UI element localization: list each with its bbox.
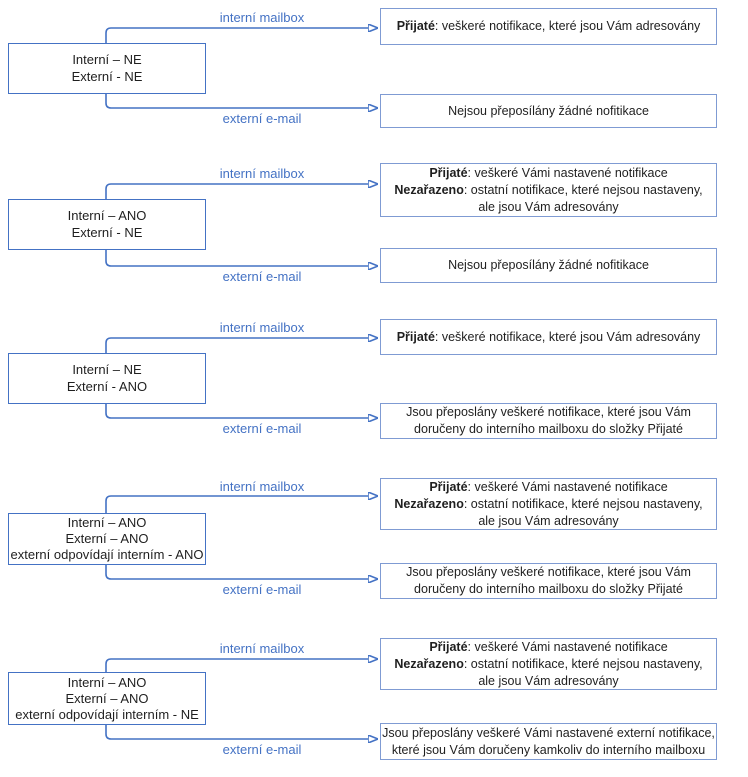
result-line: Nezařazeno: ostatní notifikace, které ne…	[394, 496, 703, 511]
source-box: Interní – ANO Externí – ANO externí odpo…	[8, 513, 206, 565]
source-line: externí odpovídají interním - NE	[15, 706, 199, 722]
external-email-result-box: Nejsou přeposílány žádné nofitikace	[380, 248, 717, 283]
source-line: Interní – ANO	[67, 208, 147, 223]
external-email-arrow	[105, 725, 368, 739]
source-line: Interní – NE	[72, 362, 142, 377]
internal-mailbox-arrow-label: interní mailbox	[219, 10, 305, 25]
result-line: ale jsou Vám adresovány	[478, 513, 619, 528]
internal-mailbox-arrow	[105, 659, 368, 672]
source-line: Externí - NE	[71, 224, 143, 240]
internal-mailbox-result-box: Přijaté: veškeré Vámi nastavené notifika…	[380, 163, 717, 217]
external-email-arrow	[105, 250, 368, 266]
source-line: Interní – ANO	[67, 674, 147, 690]
internal-mailbox-arrow-label: interní mailbox	[219, 320, 305, 335]
result-line: doručeny do interního mailboxu do složky…	[414, 422, 683, 436]
result-line: které jsou Vám doručeny kamkoliv do inte…	[391, 742, 706, 757]
external-email-arrow	[105, 404, 368, 418]
result-line: Nezařazeno: ostatní notifikace, které ne…	[394, 656, 703, 671]
source-line: Externí – ANO	[65, 531, 149, 546]
internal-mailbox-arrow	[105, 496, 368, 513]
internal-mailbox-arrow	[105, 28, 368, 43]
external-email-arrow-label: externí e-mail	[222, 269, 302, 284]
external-email-result-box: Jsou přeposlány veškeré notifikace, kter…	[380, 563, 717, 599]
internal-mailbox-result-box: Přijaté: veškeré notifikace, které jsou …	[380, 319, 717, 355]
result-line: Přijaté: veškeré Vámi nastavené notifika…	[429, 479, 668, 494]
external-email-arrow-label: externí e-mail	[222, 582, 302, 597]
external-email-arrow-label: externí e-mail	[222, 111, 302, 126]
source-line: Interní – ANO	[67, 515, 147, 530]
result-line: Jsou přeposlány veškeré Vámi nastavené e…	[382, 725, 715, 740]
result-line: Nejsou přeposílány žádné nofitikace	[448, 103, 649, 118]
internal-mailbox-arrow-label: interní mailbox	[219, 166, 305, 181]
result-line: ale jsou Vám adresovány	[478, 199, 619, 214]
external-email-result-box: Jsou přeposlány veškeré Vámi nastavené e…	[380, 723, 717, 760]
source-line: Externí - NE	[71, 68, 143, 84]
internal-mailbox-result-box: Přijaté: veškeré Vámi nastavené notifika…	[380, 478, 717, 530]
source-line: Externí – ANO	[65, 690, 149, 706]
source-box: Interní – NE Externí - ANO	[8, 353, 206, 404]
internal-mailbox-arrow	[105, 338, 368, 353]
external-email-arrow	[105, 94, 368, 108]
internal-mailbox-result-box: Přijaté: veškeré Vámi nastavené notifika…	[380, 638, 717, 690]
external-email-result-box: Jsou přeposlány veškeré notifikace, kter…	[380, 403, 717, 439]
result-line: Jsou přeposlány veškeré notifikace, kter…	[406, 565, 691, 579]
result-line: Nejsou přeposílány žádné nofitikace	[448, 258, 649, 272]
source-box: Interní – ANO Externí – ANO externí odpo…	[8, 672, 206, 725]
internal-mailbox-result-box: Přijaté: veškeré notifikace, které jsou …	[380, 8, 717, 45]
internal-mailbox-arrow-label: interní mailbox	[219, 479, 305, 494]
internal-mailbox-arrow-label: interní mailbox	[219, 641, 305, 656]
internal-mailbox-arrow	[105, 184, 368, 199]
result-line: ale jsou Vám adresovány	[478, 673, 619, 688]
result-line: Nezařazeno: ostatní notifikace, které ne…	[394, 182, 703, 197]
result-line: Přijaté: veškeré Vámi nastavené notifika…	[429, 165, 668, 180]
source-line: externí odpovídají interním - ANO	[10, 547, 204, 562]
source-box: Interní – NE Externí - NE	[8, 43, 206, 94]
result-line: Přijaté: veškeré notifikace, které jsou …	[396, 329, 701, 344]
external-email-arrow	[105, 565, 368, 579]
result-line: Přijaté: veškeré notifikace, které jsou …	[396, 19, 701, 33]
source-line: Interní – NE	[72, 52, 142, 67]
result-line: doručeny do interního mailboxu do složky…	[414, 582, 683, 596]
source-line: Externí - ANO	[66, 378, 148, 394]
external-email-arrow-label: externí e-mail	[222, 421, 302, 436]
external-email-result-box: Nejsou přeposílány žádné nofitikace	[380, 94, 717, 128]
source-box: Interní – ANO Externí - NE	[8, 199, 206, 250]
result-line: Jsou přeposlány veškeré notifikace, kter…	[406, 405, 691, 419]
external-email-arrow-label: externí e-mail	[222, 742, 302, 757]
result-line: Přijaté: veškeré Vámi nastavené notifika…	[429, 639, 668, 654]
